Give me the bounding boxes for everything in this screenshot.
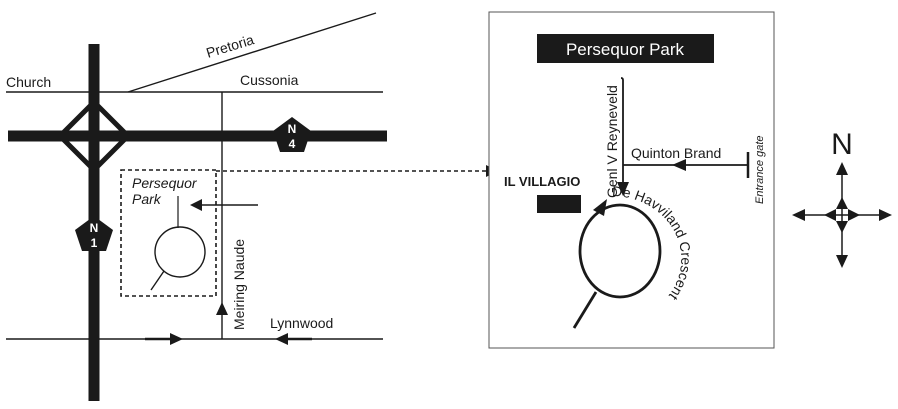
genl-down-arrowhead: [617, 182, 629, 196]
genl-v-reyneveld-label: Genl V Reyneveld: [604, 85, 620, 198]
pretoria-road: [127, 12, 377, 93]
compass: N: [792, 128, 892, 268]
park-exit-road: [150, 270, 165, 291]
compass-east-arrow: [879, 209, 892, 221]
park-label-line2: Park: [132, 191, 162, 207]
park-circle: [154, 226, 206, 278]
compass-north-arrow: [836, 162, 848, 175]
compass-inner-east-arrow: [848, 209, 860, 221]
compass-north-label: N: [831, 128, 853, 161]
interchange-diamond: [56, 98, 132, 174]
persequor-park-area: [120, 169, 217, 297]
church-label: Church: [6, 74, 51, 90]
il-villagio-building: [537, 195, 581, 213]
overview-map: N 4 N 1 Church Cussonia Pretoria Meiring…: [6, 12, 387, 401]
lynnwood-east-arrow: [170, 333, 183, 345]
lynnwood-west-arrow: [275, 333, 288, 345]
n4-shield-letter: N: [288, 122, 297, 136]
compass-inner-west-arrow: [824, 209, 836, 221]
il-villagio-label: IL VILLAGIO: [504, 174, 580, 189]
compass-inner-north-arrow: [836, 197, 848, 209]
crescent-direction-arrow: [593, 199, 607, 216]
compass-south-arrow: [836, 255, 848, 268]
pretoria-label: Pretoria: [204, 31, 256, 61]
crescent-exit-road: [572, 291, 598, 329]
cussonia-label: Cussonia: [240, 72, 299, 88]
de-havviland-crescent-loop: [578, 203, 662, 299]
n4-shield-number: 4: [289, 137, 296, 151]
detail-title: Persequor Park: [566, 40, 685, 59]
compass-west-arrow: [792, 209, 805, 221]
entrance-gate-label: Entrance gate: [754, 136, 766, 205]
n1-shield-letter: N: [90, 221, 99, 235]
park-label-line1: Persequor: [132, 175, 198, 191]
compass-inner-south-arrow: [836, 221, 848, 233]
detail-map: Persequor Park Genl V Reyneveld Quinton …: [488, 11, 775, 349]
meiring-naude-up-arrow: [216, 302, 228, 315]
detail-map-frame: [488, 11, 775, 349]
park-entry-arrowhead: [190, 199, 202, 211]
lynnwood-label: Lynnwood: [270, 315, 333, 331]
quinton-brand-label: Quinton Brand: [631, 145, 721, 161]
n1-shield: N 1: [75, 216, 113, 251]
n4-shield: N 4: [273, 117, 311, 152]
n1-shield-number: 1: [91, 236, 98, 250]
detail-title-box: [537, 34, 714, 63]
quinton-brand-arrowhead: [672, 159, 686, 171]
meiring-naude-label: Meiring Naude: [231, 239, 247, 330]
